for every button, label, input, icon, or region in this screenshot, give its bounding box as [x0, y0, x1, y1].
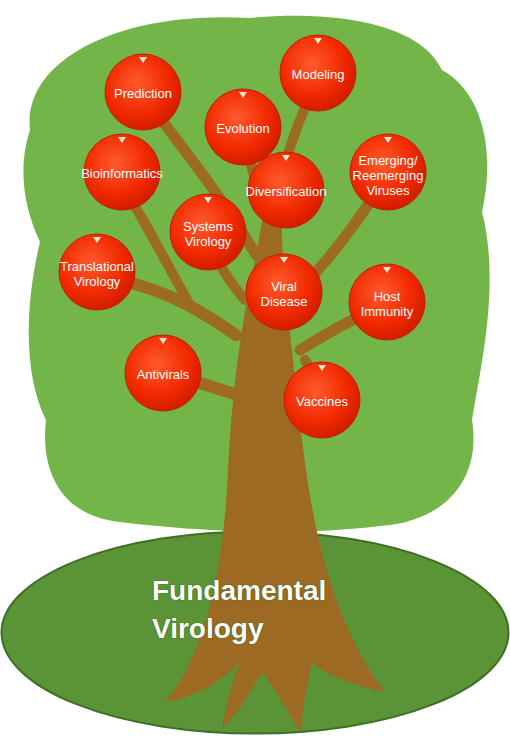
circle-notch: [314, 38, 322, 44]
circle-fill: [205, 89, 281, 165]
topic-label: Prediction: [103, 86, 183, 101]
topic-circle: Vaccines: [283, 361, 361, 439]
circle-notch: [118, 137, 126, 143]
topic-label: Vaccines: [285, 394, 359, 409]
circle-notch: [282, 155, 290, 161]
ground-shape: [2, 532, 509, 734]
topic-circle: Diversification: [247, 151, 325, 229]
topic-label: Systems Virology: [173, 219, 243, 249]
trunk-shape: [165, 200, 385, 732]
circle-notch: [204, 197, 212, 203]
topic-circle: Systems Virology: [169, 193, 247, 271]
topic-circle: Translational Virology: [58, 233, 136, 311]
topic-label: Diversification: [234, 184, 338, 199]
ground-label: Fundamental Virology: [152, 572, 352, 648]
circle-fill: [246, 254, 322, 330]
topic-label: Viral Disease: [253, 279, 315, 309]
circle-notch: [139, 57, 147, 63]
circle-notch: [384, 137, 392, 143]
circle-fill: [350, 134, 426, 210]
circle-notch: [239, 92, 247, 98]
topic-label: Emerging/ Reemerging Viruses: [351, 153, 425, 198]
topic-label: Evolution: [206, 121, 280, 136]
topic-label: Modeling: [281, 67, 355, 82]
topic-circle: Bioinformatics: [83, 133, 161, 211]
topic-label: Antivirals: [126, 367, 200, 382]
topic-circle: Emerging/ Reemerging Viruses: [349, 133, 427, 211]
circle-fill: [349, 264, 425, 340]
topic-circle: Evolution: [204, 88, 282, 166]
topic-circle: Prediction: [104, 53, 182, 131]
circle-notch: [159, 338, 167, 344]
circle-notch: [318, 365, 326, 371]
topic-label: Translational Virology: [54, 259, 140, 289]
circle-fill: [170, 194, 246, 270]
circle-notch: [93, 237, 101, 243]
circle-fill: [125, 335, 201, 411]
topic-circle: Modeling: [279, 34, 357, 112]
circle-notch: [383, 267, 391, 273]
topic-circle: Antivirals: [124, 334, 202, 412]
circle-notch: [280, 257, 288, 263]
topic-circle: Host Immunity: [348, 263, 426, 341]
circle-fill: [284, 362, 360, 438]
circle-fill: [280, 35, 356, 111]
topic-label: Bioinformatics: [67, 166, 177, 181]
topic-label: Host Immunity: [354, 289, 420, 319]
topic-circle: Viral Disease: [245, 253, 323, 331]
